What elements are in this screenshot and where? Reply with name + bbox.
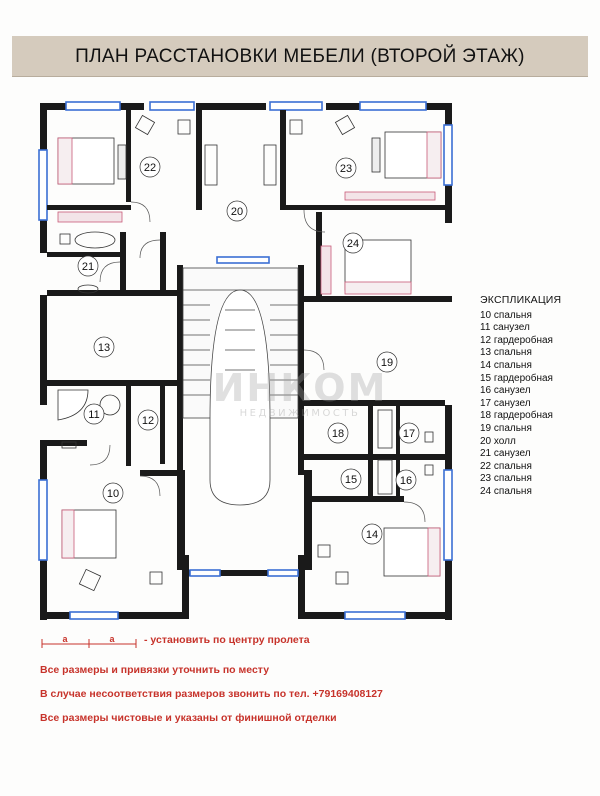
room-22-label: 22 bbox=[139, 156, 161, 178]
room-11-label: 11 bbox=[83, 403, 105, 425]
room-16-number: 16 bbox=[400, 475, 412, 487]
desk-14 bbox=[335, 571, 349, 585]
legend-item: 16 санузел bbox=[480, 385, 531, 397]
room-13-number: 13 bbox=[98, 342, 110, 354]
room-10-number: 10 bbox=[107, 488, 119, 500]
dimension-label-a1: a bbox=[62, 634, 68, 644]
desk-23 bbox=[289, 119, 303, 135]
dimension-label-a2: a bbox=[109, 634, 115, 644]
wall-top-mid bbox=[196, 103, 266, 110]
desk-22 bbox=[177, 119, 191, 135]
room-18-number: 18 bbox=[332, 428, 344, 440]
legend-item: 24 спальня bbox=[480, 485, 532, 497]
legend-item: 14 спальня bbox=[480, 359, 532, 371]
note-line-1: Все размеры и привязки уточнить по месту bbox=[40, 664, 270, 676]
room-22-number: 22 bbox=[144, 162, 156, 174]
bed-10 bbox=[61, 509, 117, 559]
room-19-label: 19 bbox=[376, 351, 398, 373]
note-line-2: В случае несоответствия размеров звонить… bbox=[40, 688, 383, 700]
room-15-label: 15 bbox=[340, 468, 362, 490]
bay-left-wall bbox=[182, 555, 189, 619]
room-18-label: 18 bbox=[327, 422, 349, 444]
legend-item: 22 спальня bbox=[480, 460, 532, 472]
room-24-number: 24 bbox=[347, 238, 359, 250]
room-13-label: 13 bbox=[93, 336, 115, 358]
note-line-3: Все размеры чистовые и указаны от финишн… bbox=[40, 712, 337, 724]
interior-walls bbox=[47, 110, 452, 570]
windows bbox=[38, 101, 453, 620]
bed-14 bbox=[383, 527, 441, 577]
legend-item: 21 санузел bbox=[480, 448, 531, 460]
legend-item: 15 гардеробная bbox=[480, 372, 553, 384]
room-23-label: 23 bbox=[335, 157, 357, 179]
furniture bbox=[57, 114, 442, 592]
chair-22 bbox=[134, 114, 156, 136]
room-14-number: 14 bbox=[366, 529, 378, 541]
corner-tub-11 bbox=[57, 389, 89, 421]
legend-item: 10 спальня bbox=[480, 309, 532, 321]
door-swings bbox=[89, 201, 426, 523]
room-11-number: 11 bbox=[88, 409, 99, 421]
legend-explication: ЭКСПЛИКАЦИЯ 10 спальня 11 санузел 12 гар… bbox=[480, 294, 592, 499]
room-16-label: 16 bbox=[395, 469, 417, 491]
wardrobe-24 bbox=[320, 245, 332, 295]
bed-23 bbox=[371, 131, 442, 179]
legend-item: 23 спальня bbox=[480, 473, 532, 485]
chair-23 bbox=[334, 114, 356, 136]
legend-item: 19 спальня bbox=[480, 422, 532, 434]
bay-right-wall bbox=[298, 555, 305, 619]
bed-22 bbox=[57, 137, 127, 185]
room-17-number: 17 bbox=[403, 428, 415, 440]
staircase bbox=[182, 267, 299, 506]
room-24-label: 24 bbox=[342, 232, 364, 254]
room-19-number: 19 bbox=[381, 357, 393, 369]
room-20-number: 20 bbox=[231, 206, 243, 218]
room-12-label: 12 bbox=[137, 409, 159, 431]
room-14-label: 14 bbox=[361, 523, 383, 545]
room-15-number: 15 bbox=[345, 474, 357, 486]
bay-bottom bbox=[182, 570, 305, 576]
room-17-label: 17 bbox=[398, 422, 420, 444]
chair-10 bbox=[78, 568, 102, 592]
room-numbers: 22 23 20 24 21 13 bbox=[77, 156, 420, 545]
legend-item: 13 спальня bbox=[480, 347, 532, 359]
desk-10 bbox=[149, 571, 163, 585]
wall-left-mid bbox=[40, 295, 47, 405]
legend-title: ЭКСПЛИКАЦИЯ bbox=[480, 294, 562, 306]
dimension-marker-text: - установить по центру пролета bbox=[144, 634, 310, 646]
page-title: ПЛАН РАССТАНОВКИ МЕБЕЛИ (ВТОРОЙ ЭТАЖ) bbox=[75, 46, 525, 67]
room-21-number: 21 bbox=[82, 261, 94, 273]
legend-item: 12 гардеробная bbox=[480, 334, 553, 346]
wardrobe-22 bbox=[57, 211, 123, 223]
wardrobe-23 bbox=[344, 191, 436, 201]
room-10-label: 10 bbox=[102, 482, 124, 504]
title-bar bbox=[12, 36, 588, 77]
room-12-number: 12 bbox=[142, 415, 154, 427]
legend-item: 20 холл bbox=[480, 435, 516, 447]
bathtub-21 bbox=[74, 231, 116, 249]
legend-item: 17 санузел bbox=[480, 397, 531, 409]
legend-item: 11 санузел bbox=[480, 322, 530, 334]
bathtub-16 bbox=[377, 459, 393, 495]
chair-14 bbox=[317, 544, 331, 558]
room-20-label: 20 bbox=[226, 200, 248, 222]
room-23-number: 23 bbox=[340, 163, 352, 175]
room-21-label: 21 bbox=[77, 255, 99, 277]
legend-item: 18 гардеробная bbox=[480, 410, 553, 422]
dimension-marker-icon: a a bbox=[41, 634, 137, 648]
bathtub-17 bbox=[377, 409, 393, 449]
